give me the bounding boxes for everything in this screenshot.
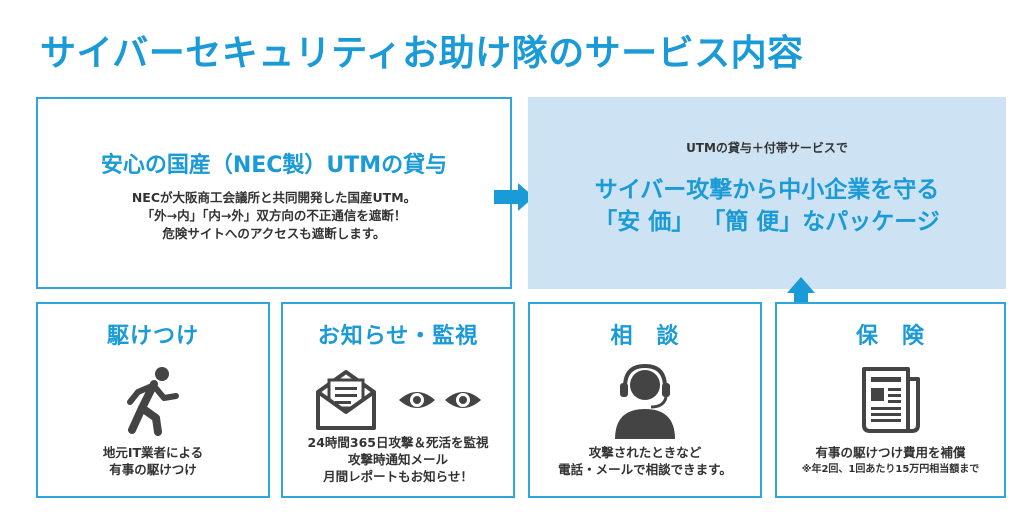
card-title: お知らせ・監視: [317, 324, 479, 349]
utm-rental-box: 安心の国産（NEC製）UTMの貸与 NECが大阪商工会議所と共同開発した国産UT…: [36, 97, 512, 289]
card-monitoring: お知らせ・監視 24時間365日攻撃＆死活を監視 攻撃時通知メール 月間レポート…: [281, 302, 515, 498]
card-insurance: 保 険 有事の駆けつけ費用を補償 ※年2回、1回あたり15万円相当額まで: [775, 302, 1006, 498]
card-title: 駆けつけ: [106, 324, 199, 349]
newspaper-document-icon: [777, 360, 1004, 440]
running-person-icon: [38, 360, 268, 440]
card-title: 保 険: [855, 324, 925, 349]
eyes-icon: [399, 392, 481, 408]
card-text-line: 電話・メールで相談できます。: [558, 462, 732, 477]
utm-description-line: 危険サイトへのアクセスも遮断します。: [162, 226, 386, 241]
card-footnote: ※年2回、1回あたり15万円相当額まで: [801, 464, 980, 475]
card-text-line: 24時間365日攻撃＆死活を監視: [307, 435, 489, 450]
package-summary-box: UTMの貸与＋付帯サービスで サイバー攻撃から中小企業を守る 「安 価」 「簡 …: [528, 97, 1006, 289]
mail-icon: [316, 370, 376, 430]
headset-operator-icon: [530, 360, 760, 440]
card-text-line: 有事の駆けつけ費用を補償: [815, 445, 966, 460]
right-arrow-icon: [494, 183, 534, 211]
card-text-line: 地元IT業者による: [102, 445, 204, 460]
card-rush-support: 駆けつけ 地元IT業者による 有事の駆けつけ: [36, 302, 270, 498]
card-consultation: 相 談 攻撃されたときなど 電話・メールで相談できます。: [528, 302, 762, 498]
card-text-line: 攻撃時通知メール: [347, 452, 448, 467]
card-text-line: 月間レポートもお知らせ！: [323, 469, 473, 484]
utm-heading: 安心の国産（NEC製）UTMの貸与: [100, 153, 448, 178]
package-caption: UTMの貸与＋付帯サービスで: [686, 141, 848, 155]
utm-description-line: 「外→内」「内→外」双方向の不正通信を遮断！: [141, 208, 407, 223]
card-text-line: 有事の駆けつけ: [109, 462, 197, 477]
utm-description-line: NECが大阪商工会議所と共同開発した国産UTM。: [131, 190, 417, 205]
package-subheadline: 「安 価」 「簡 便」なパッケージ: [594, 209, 940, 235]
page-title: サイバーセキュリティお助け隊のサービス内容: [40, 33, 804, 74]
card-title: 相 談: [610, 324, 680, 349]
card-text-line: 攻撃されたときなど: [588, 445, 702, 460]
package-headline: サイバー攻撃から中小企業を守る: [594, 177, 940, 203]
